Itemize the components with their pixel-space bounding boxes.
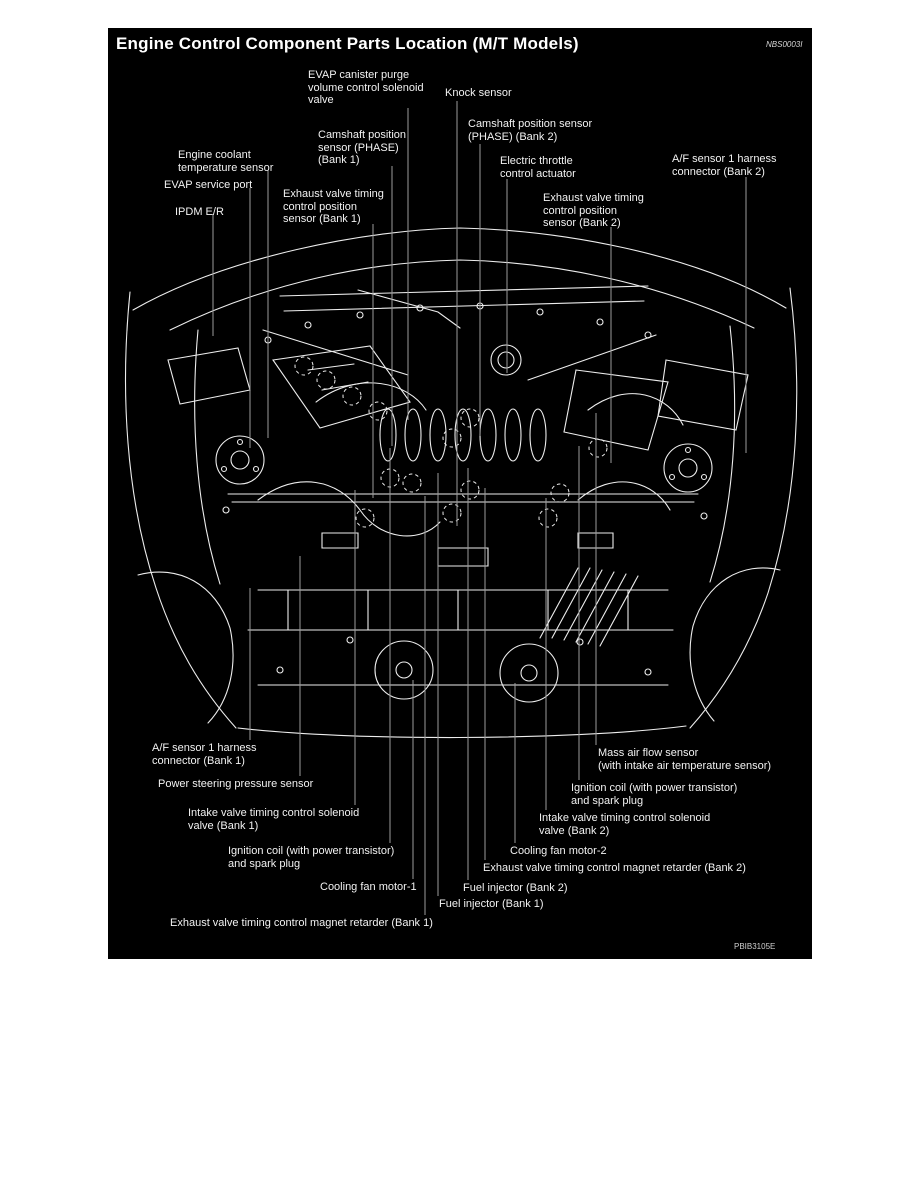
callout-line: temperature sensor: [178, 161, 274, 174]
callout-camshaft-position-sensor-bank2: Camshaft position sensor (PHASE) (Bank 2…: [468, 118, 592, 143]
page-title: Engine Control Component Parts Location …: [116, 34, 579, 53]
callout-line: Intake valve timing control solenoid: [539, 812, 711, 824]
callout-line: (Bank 1): [318, 154, 360, 166]
engine-bay-line-art: [124, 101, 798, 915]
callout-line: Exhaust valve timing control magnet reta…: [483, 862, 746, 874]
callout-ipdm-er: IPDM E/R: [175, 206, 224, 219]
callout-line: and spark plug: [571, 794, 644, 807]
callout-exhaust-valve-timing-magnet-retarder-bank1: Exhaust valve timing control magnet reta…: [170, 917, 433, 930]
callout-line: Electric throttle: [500, 155, 573, 167]
callout-line: Power steering pressure sensor: [158, 778, 314, 790]
callout-line: Intake valve timing control solenoid: [188, 807, 360, 819]
callout-line: volume control solenoid: [308, 81, 424, 94]
callout-knock-sensor: Knock sensor: [445, 87, 512, 100]
callout-line: Fuel injector (Bank 1): [439, 898, 544, 910]
callout-af-sensor1-harness-bank2: A/F sensor 1 harness connector (Bank 2): [672, 153, 777, 178]
callout-engine-coolant-temp-sensor: Engine coolant temperature sensor: [178, 149, 273, 174]
callout-line: EVAP service port: [164, 179, 253, 191]
diagram-panel: Engine Control Component Parts Location …: [108, 28, 812, 959]
callout-line: (with intake air temperature sensor): [598, 759, 772, 772]
callout-exhaust-valve-timing-pos-sensor-bank1: Exhaust valve timing control position se…: [283, 188, 384, 226]
callout-line: Ignition coil (with power transistor): [228, 845, 395, 857]
callout-ignition-coil-bank1: Ignition coil (with power transistor) an…: [228, 845, 394, 870]
callout-exhaust-valve-timing-magnet-retarder-bank2: Exhaust valve timing control magnet reta…: [483, 862, 746, 875]
callout-intake-valve-timing-solenoid-bank2: Intake valve timing control solenoid val…: [539, 812, 710, 837]
callout-line: Exhaust valve timing: [283, 188, 384, 200]
leader-lines: [212, 101, 747, 915]
callout-exhaust-valve-timing-pos-sensor-bank2: Exhaust valve timing control position se…: [543, 192, 644, 230]
callout-evap-canister-purge-valve: EVAP canister purge volume control solen…: [308, 69, 424, 107]
callout-line: Ignition coil (with power transistor): [571, 782, 738, 794]
callout-cooling-fan-motor-1: Cooling fan motor-1: [320, 881, 417, 894]
callout-line: EVAP canister purge: [308, 69, 410, 81]
callout-line: Fuel injector (Bank 2): [463, 882, 568, 894]
callout-line: connector (Bank 1): [152, 754, 245, 767]
callout-line: sensor (Bank 1): [283, 213, 361, 225]
callout-line: Engine coolant: [178, 149, 251, 161]
callout-line: Mass air flow sensor: [598, 747, 699, 759]
callout-line: A/F sensor 1 harness: [152, 742, 257, 754]
callout-line: and spark plug: [228, 857, 301, 870]
callout-intake-valve-timing-solenoid-bank1: Intake valve timing control solenoid val…: [188, 807, 359, 832]
callout-power-steering-pressure-sensor: Power steering pressure sensor: [158, 778, 313, 791]
callout-camshaft-position-sensor-bank1: Camshaft position sensor (PHASE) (Bank 1…: [318, 129, 406, 167]
callout-line: sensor (Bank 2): [543, 217, 621, 229]
figure-code-bottom: PBIB3105E: [734, 942, 776, 951]
callout-line: valve (Bank 1): [188, 819, 259, 832]
callout-line: Exhaust valve timing: [543, 192, 644, 204]
callout-cooling-fan-motor-2: Cooling fan motor-2: [510, 845, 607, 858]
callout-line: IPDM E/R: [175, 206, 224, 218]
callout-af-sensor1-harness-bank1: A/F sensor 1 harness connector (Bank 1): [152, 742, 257, 767]
callout-line: valve: [308, 94, 334, 106]
callout-line: control actuator: [500, 167, 576, 180]
callout-line: (PHASE) (Bank 2): [468, 130, 558, 143]
callout-line: connector (Bank 2): [672, 165, 765, 178]
callout-fuel-injector-bank2: Fuel injector (Bank 2): [463, 882, 568, 895]
callout-line: control position: [543, 204, 617, 217]
callout-line: valve (Bank 2): [539, 824, 610, 837]
callout-line: Camshaft position: [318, 129, 407, 141]
callout-electric-throttle-actuator: Electric throttle control actuator: [500, 155, 576, 180]
callout-fuel-injector-bank1: Fuel injector (Bank 1): [439, 898, 544, 911]
callout-line: Exhaust valve timing control magnet reta…: [170, 917, 433, 929]
callout-line: control position: [283, 200, 357, 213]
callout-mass-air-flow-sensor: Mass air flow sensor (with intake air te…: [598, 747, 771, 772]
callout-ignition-coil-bank2: Ignition coil (with power transistor) an…: [571, 782, 737, 807]
callout-line: A/F sensor 1 harness: [672, 153, 777, 165]
callout-evap-service-port: EVAP service port: [164, 179, 252, 192]
callout-line: Camshaft position sensor: [468, 118, 593, 130]
callout-line: Knock sensor: [445, 87, 512, 99]
callout-line: Cooling fan motor-1: [320, 881, 417, 893]
callout-line: sensor (PHASE): [318, 141, 399, 154]
figure-code-top: NBS0003I: [766, 40, 803, 49]
callout-line: Cooling fan motor-2: [510, 845, 607, 857]
